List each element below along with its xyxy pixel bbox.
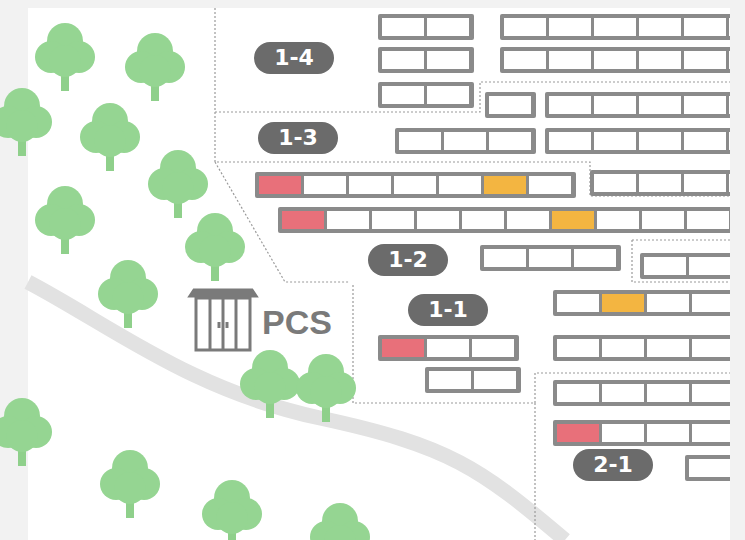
panel-row	[590, 170, 730, 196]
tree	[35, 186, 95, 254]
area-number: 1-4	[274, 47, 314, 69]
tree	[240, 350, 300, 418]
area-badge: 1-1	[408, 294, 488, 326]
panel-row	[278, 207, 730, 233]
tree	[98, 260, 158, 328]
panel-row	[425, 367, 521, 393]
panel-row	[500, 14, 730, 40]
tree	[125, 33, 185, 101]
pcs-building	[190, 290, 256, 350]
panel-row	[545, 92, 730, 118]
panel-row	[553, 380, 730, 406]
area-boundary	[215, 8, 730, 540]
area-badge: 1-4	[254, 42, 334, 74]
panel-row	[500, 47, 730, 73]
panel-row	[485, 92, 536, 118]
tree	[80, 103, 140, 171]
area-number: 1-2	[388, 249, 428, 271]
tree	[310, 503, 370, 540]
panel-group	[255, 14, 730, 481]
map-ground	[28, 8, 730, 540]
tree	[0, 398, 52, 466]
panel-row	[255, 172, 576, 198]
tree	[148, 150, 208, 218]
panel-row	[378, 335, 519, 361]
area-badge: 1-3	[258, 122, 338, 154]
tree	[185, 213, 245, 281]
area-badge: 1-2	[368, 244, 448, 276]
tree	[35, 23, 95, 91]
panel-row	[378, 82, 474, 108]
panel-row	[378, 47, 474, 73]
panel-row	[545, 128, 730, 154]
panel-row	[553, 420, 730, 446]
panel-row	[553, 290, 730, 316]
panel-row	[553, 335, 730, 361]
area-number: 1-3	[278, 127, 318, 149]
tree	[100, 450, 160, 518]
station-label: PCS	[262, 305, 332, 339]
road	[28, 282, 565, 540]
area-badge: 2-1	[573, 449, 653, 481]
panel-row	[640, 253, 730, 279]
tree	[296, 354, 356, 422]
area-number: 1-1	[428, 299, 468, 321]
tree-group	[0, 23, 370, 540]
panel-row	[395, 128, 536, 154]
tree	[0, 88, 52, 156]
panel-row	[685, 455, 730, 481]
panel-row	[480, 245, 621, 271]
panel-row	[378, 14, 474, 40]
tree	[202, 480, 262, 540]
area-number: 2-1	[593, 454, 633, 476]
